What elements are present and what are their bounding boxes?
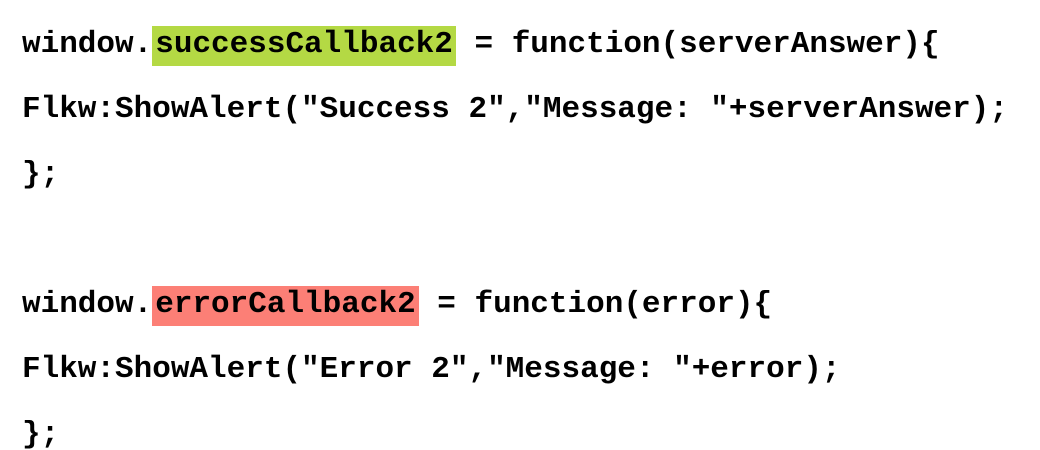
code-token-window-prefix-error: window. — [22, 287, 153, 322]
code-token-error-function-signature: = function(error){ — [418, 287, 773, 322]
highlighted-token-success-callback: successCallback2 — [152, 26, 456, 66]
code-token-window-prefix: window. — [22, 27, 153, 62]
code-line-error-showalert: Flkw:ShowAlert("Error 2","Message: "+err… — [22, 352, 841, 387]
highlighted-token-error-callback: errorCallback2 — [152, 286, 419, 326]
code-line-success-showalert: Flkw:ShowAlert("Success 2","Message: "+s… — [22, 92, 1008, 127]
code-line-error-close: }; — [22, 417, 60, 450]
code-line-success-declaration: window.successCallback2 = function(serve… — [22, 12, 1040, 77]
code-token-success-function-signature: = function(serverAnswer){ — [455, 27, 940, 62]
code-line-blank-separator — [22, 207, 1040, 272]
code-line-error-declaration: window.errorCallback2 = function(error){ — [22, 272, 1040, 337]
code-line-success-close: }; — [22, 157, 60, 192]
